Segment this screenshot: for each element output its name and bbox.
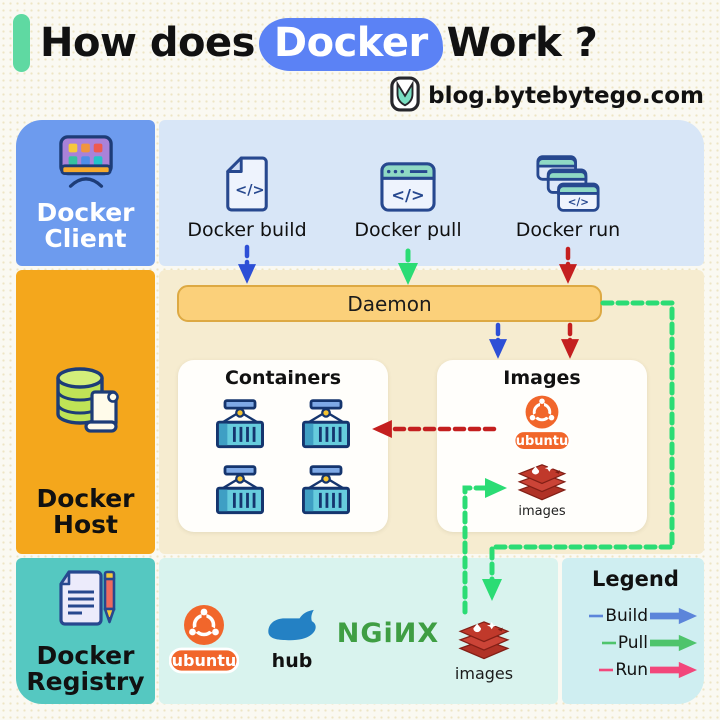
- host-area: Daemon Containers: [159, 270, 704, 554]
- svg-text:</>: </>: [235, 183, 264, 199]
- run-key-line: [599, 668, 614, 671]
- pull-key-label: Pull: [617, 632, 648, 653]
- client-area: </> Docker build </> Docker pull: [159, 120, 704, 266]
- svg-text:</>: </>: [391, 186, 424, 205]
- container-icon: [210, 398, 270, 456]
- pull-arrow-icon: [650, 634, 698, 651]
- code-file-icon: </>: [222, 152, 272, 214]
- client-sidebar-label: Docker Client: [36, 197, 135, 253]
- daemon-bar: Daemon: [177, 285, 602, 322]
- run-key-label: Run: [615, 659, 648, 680]
- redis-logo: [516, 459, 568, 503]
- legend-row-build: Build: [562, 605, 704, 626]
- nginx-logo: NGiИX: [336, 618, 440, 649]
- svg-text:ubuntu: ubuntu: [172, 651, 237, 670]
- title-highlight: Docker: [258, 18, 443, 71]
- bytebytego-logo-icon: [390, 76, 420, 116]
- containers-title: Containers: [224, 367, 342, 389]
- container-icon: [296, 464, 356, 522]
- docker-build-command: </> Docker build: [172, 152, 322, 241]
- registry-images-label: images: [454, 664, 514, 683]
- containers-box: Containers: [178, 360, 388, 532]
- registry-area: ubuntu hub NGiИX images: [159, 558, 558, 704]
- title-post: Work ?: [446, 20, 598, 66]
- redis-images-label: images: [518, 504, 566, 519]
- images-box: Images ubuntu images: [437, 360, 647, 532]
- monitor-icon: [55, 134, 117, 194]
- registry-sidebar: Docker Registry: [16, 558, 155, 704]
- title-accent-bar: [13, 14, 30, 72]
- build-arrow-icon: [650, 607, 698, 624]
- ubuntu-logo: ubuntu: [511, 393, 573, 457]
- docker-run-command: </> Docker run: [493, 152, 643, 241]
- docker-run-label: Docker run: [515, 219, 621, 241]
- client-sidebar: Docker Client: [16, 120, 155, 266]
- docker-pull-label: Docker pull: [354, 219, 462, 241]
- ubuntu-logo: ubuntu: [168, 602, 240, 676]
- svg-text:ubuntu: ubuntu: [516, 434, 568, 449]
- redis-logo: images: [451, 616, 517, 683]
- browser-window-icon: </>: [379, 152, 437, 214]
- title-pre: How does: [40, 20, 255, 66]
- build-key-label: Build: [605, 605, 648, 626]
- host-sidebar: Docker Host: [16, 270, 155, 554]
- container-icon: [210, 464, 270, 522]
- legend-row-run: Run: [562, 659, 704, 680]
- hub-label: hub: [271, 650, 313, 672]
- attribution-text: blog.bytebytego.com: [428, 83, 704, 109]
- docker-build-label: Docker build: [187, 219, 307, 241]
- build-key-line: [589, 614, 604, 617]
- legend-row-pull: Pull: [562, 632, 704, 653]
- container-grid: [197, 394, 369, 526]
- container-icon: [296, 398, 356, 456]
- docker-hub-logo: hub: [257, 608, 327, 672]
- pull-key-line: [601, 641, 616, 644]
- nginx-wordmark: NGiИX: [336, 618, 440, 649]
- stacked-windows-icon: </>: [536, 152, 600, 214]
- whale-icon: [263, 608, 321, 648]
- registry-sidebar-label: Docker Registry: [26, 640, 145, 696]
- database-icon: [50, 362, 122, 446]
- host-sidebar-label: Docker Host: [36, 484, 135, 540]
- run-arrow-icon: [650, 661, 698, 678]
- legend-title: Legend: [592, 567, 679, 591]
- document-pencil-icon: [53, 567, 119, 637]
- images-title: Images: [503, 367, 581, 389]
- attribution: blog.bytebytego.com: [390, 76, 704, 116]
- daemon-label: Daemon: [347, 291, 432, 316]
- legend-panel: Legend Build Pull Run: [562, 558, 704, 704]
- docker-pull-command: </> Docker pull: [333, 152, 483, 241]
- svg-text:</>: </>: [568, 197, 589, 209]
